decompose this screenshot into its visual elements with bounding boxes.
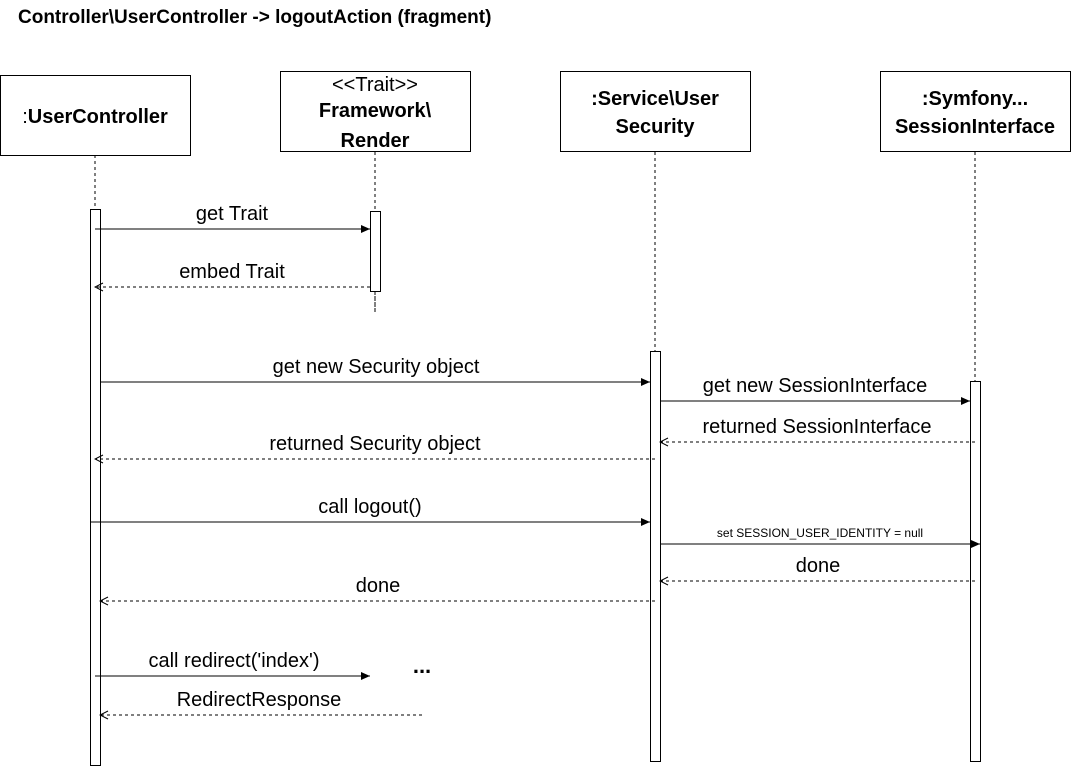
participant-name-line2: Security [616,116,696,138]
participant-box [880,71,1071,152]
diagram-title: Controller\UserController -> logoutActio… [18,7,491,28]
participant-name-line2: SessionInterface [895,116,1055,138]
participant-name-line1: :Symfony... [922,88,1028,110]
participant-name-line2: Render [341,130,410,152]
participant-name-line1: Framework\ [319,100,432,122]
participant-session: :Symfony... SessionInterface [880,71,1071,152]
return-label-done-security: done [356,575,401,597]
message-label-get-security: get new Security object [273,356,480,378]
participant-user-controller: :UserController [0,75,191,156]
message-label-get-session: get new SessionInterface [703,375,928,397]
activation-session [970,381,981,762]
activation-user-security [650,351,661,762]
message-label-get-trait: get Trait [196,203,269,225]
participant-box [560,71,751,152]
return-label-security: returned Security object [269,433,481,455]
participant-box [280,71,471,152]
participant-stereotype: <<Trait>> [332,74,418,96]
return-label-done-session: done [796,555,841,577]
participant-name-line1: :Service\User [591,88,719,110]
return-label-session: returned SessionInterface [702,416,931,438]
continuation-ellipsis: ... [413,653,431,678]
return-label-redirect-response: RedirectResponse [177,689,342,711]
message-label-call-logout: call logout() [318,496,421,518]
activation-user-controller [90,209,101,766]
participant-box [0,75,191,156]
activation-render [370,211,381,292]
participant-render: <<Trait>> Framework\ Render [280,71,471,152]
message-label-call-redirect: call redirect('index') [148,650,319,672]
participant-label: :UserController [22,106,168,128]
message-label-set-identity: set SESSION_USER_IDENTITY = null [717,526,923,540]
return-label-embed-trait: embed Trait [179,261,285,283]
participant-user-security: :Service\User Security [560,71,751,152]
